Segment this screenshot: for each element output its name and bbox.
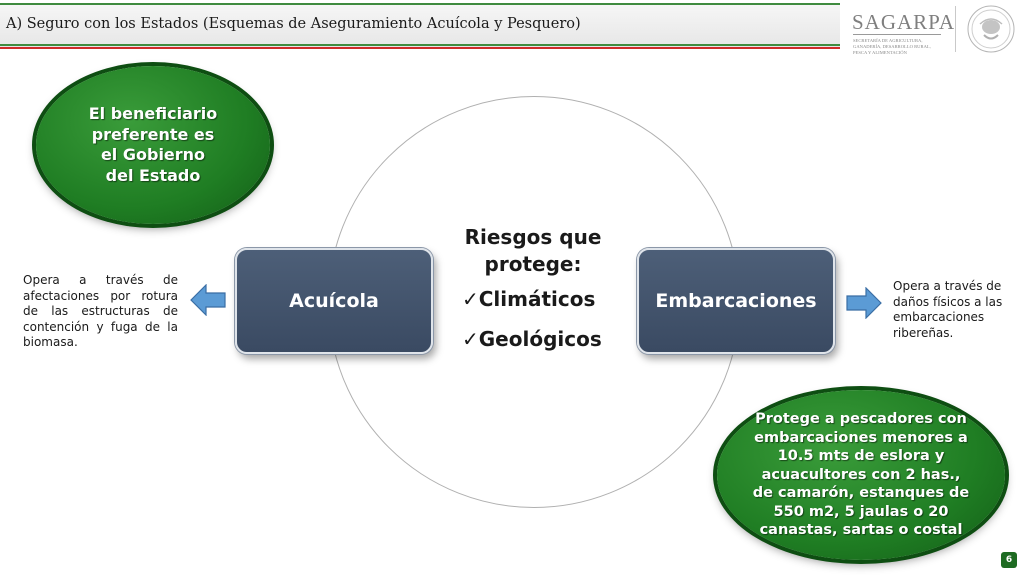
header-stripe-red [0, 47, 840, 49]
embarcaciones-note: Opera a través de daños físicos a las em… [893, 279, 1003, 340]
logo-separator [955, 6, 956, 52]
page-title: A) Seguro con los Estados (Esquemas de A… [6, 16, 581, 32]
embarcaciones-label: Embarcaciones [655, 290, 817, 312]
risks-block: Riesgos que protege: ✓Climáticos ✓Geológ… [448, 224, 618, 351]
acuicola-box: Acuícola [235, 248, 433, 354]
embarcaciones-box: Embarcaciones [637, 248, 835, 354]
coverage-oval: Protege a pescadores con embarcaciones m… [717, 390, 1005, 560]
header-stripe-green-bottom [0, 44, 840, 46]
header-stripe-green-top [0, 3, 840, 5]
coverage-text: Protege a pescadores con embarcaciones m… [752, 411, 970, 539]
risk-item-geologicos: ✓Geológicos [462, 327, 602, 351]
right-arrow-icon [846, 287, 882, 319]
sagarpa-logo-subtitle: Secretaría de Agricultura, Ganadería, De… [853, 38, 931, 55]
page-number: 6 [1001, 552, 1017, 568]
acuicola-label: Acuícola [289, 290, 379, 312]
logo-rule [853, 34, 941, 35]
sagarpa-logo-text: SAGARPA [852, 10, 956, 34]
risk-item-climaticos: ✓Climáticos [462, 287, 596, 311]
beneficiary-text: El beneficiario preferente es el Gobiern… [88, 104, 218, 185]
left-arrow-icon [190, 284, 226, 316]
mexico-seal-icon [967, 5, 1015, 53]
beneficiary-oval: El beneficiario preferente es el Gobiern… [36, 66, 270, 224]
header-bar [0, 4, 840, 48]
risks-title: Riesgos que protege: [464, 225, 602, 276]
acuicola-note: Opera a través de afectaciones por rotur… [23, 273, 178, 349]
